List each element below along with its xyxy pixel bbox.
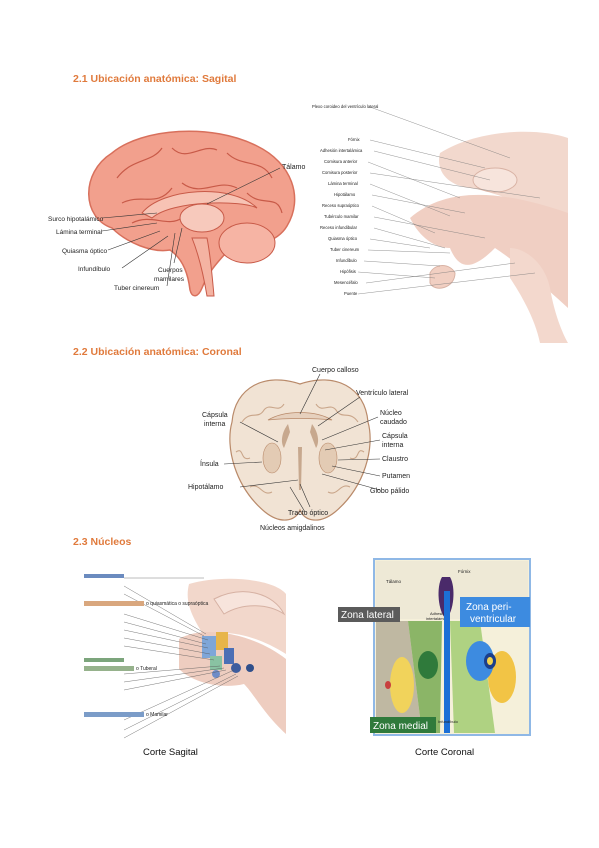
nuclei-cluster <box>202 632 254 678</box>
label-fornix: Fórnix <box>348 137 361 142</box>
label-capsula-interna-r2: interna <box>382 442 404 449</box>
label-globo-palido: Globo pálido <box>370 488 409 495</box>
label-infundibulo-2: Infundíbulo <box>336 258 357 263</box>
nuclei-sagittal-figure: o quiasmática o supraóptica o Tuberal o … <box>84 574 286 739</box>
label-plexo-coroideo: Plexo coroideo del ventrículo lateral <box>312 104 378 109</box>
leader-lines <box>357 106 541 295</box>
label-zona-lateral: Zona lateral <box>341 610 394 621</box>
yellow-nucleus-left <box>390 657 414 713</box>
cerebellum-shape <box>218 222 276 264</box>
label-lamina-terminal-2: Lámina terminal <box>328 181 358 186</box>
label-zona-peri-1: Zona peri- <box>466 602 512 613</box>
legend-bar-tuberal <box>84 666 134 671</box>
third-ventricle <box>298 447 302 490</box>
caption-corte-sagital: Corte Sagital <box>143 747 198 758</box>
label-tracto-optico: Tracto óptico <box>288 510 328 517</box>
label-quiasma-optico-2: Quiasma óptico <box>328 236 358 241</box>
nuclei-coronal-figure: Tálamo Fórnix Adhesión intertalámica Zon… <box>338 558 531 736</box>
label-mesencefalo: Mesencéfalo <box>334 280 358 285</box>
brainstem-shape-detail <box>510 248 568 343</box>
label-talamo: Tálamo <box>282 164 305 171</box>
label-quiasma-optico: Quiasma óptico <box>62 248 108 255</box>
label-capsula-interna-l2: interna <box>204 421 226 428</box>
legend-bar-green <box>84 658 124 662</box>
label-tuberal: o Tuberal <box>136 666 157 672</box>
blue-nucleus-right <box>466 641 494 681</box>
zona-medial-box <box>370 717 436 733</box>
lateral-ventricle-right <box>310 424 319 448</box>
label-receso-supraoptico: Receso supraóptico <box>322 203 360 208</box>
label-ventriculo-lateral: Ventrículo lateral <box>356 390 409 397</box>
legend-bar-blue-top <box>84 574 124 578</box>
label-mamilares: mamilares <box>154 276 185 283</box>
corpus-callosum-shape <box>141 191 258 219</box>
gyri-pattern <box>116 147 283 224</box>
label-quiasmatica: o quiasmática o supraóptica <box>146 601 208 607</box>
zona-peri-box <box>460 597 530 627</box>
label-nucleos-amigdalinos: Núcleos amigdalinos <box>260 525 325 532</box>
thalamus-shape-detail <box>472 167 518 193</box>
nuclei-sagittal-fold <box>213 591 286 616</box>
coronal-brain-figure: Cuerpo calloso Ventrículo lateral Núcleo… <box>188 367 410 532</box>
label-putamen: Putamen <box>382 473 410 480</box>
sagittal-detail-figure: Plexo coroideo del ventrículo lateral Fó… <box>312 104 568 343</box>
label-adhesion-2: intertalámica <box>426 616 449 621</box>
label-puente: Puente <box>344 291 358 296</box>
green-nucleus <box>418 651 438 679</box>
label-tuberculo-mamilar: Tubérculo mamilar <box>324 214 359 219</box>
nuclei-sagittal-leader-lines <box>123 577 239 739</box>
label-receso-infundibular: Receso infundibular <box>320 225 358 230</box>
tissue-shape-lower <box>410 194 568 308</box>
corpus-callosum-coronal <box>267 412 333 421</box>
section-title-coronal: 2.2 Ubicación anatómica: Coronal <box>73 346 242 358</box>
label-claustro: Claustro <box>382 456 408 463</box>
label-capsula-interna-r1: Cápsula <box>382 433 408 440</box>
label-caudado: caudado <box>380 419 407 426</box>
label-insula: Ínsula <box>200 459 219 468</box>
label-comisura-anterior: Comisura anterior <box>324 159 358 164</box>
zona-lateral-box <box>338 607 400 622</box>
legend-bar-mamilar <box>84 712 144 717</box>
label-cuerpo-calloso: Cuerpo calloso <box>312 367 359 374</box>
sagittal-brain-figure: Tálamo Surco hipotalámico Lámina termina… <box>48 130 305 297</box>
yellow-small-nucleus <box>487 657 493 665</box>
caption-corte-coronal: Corte Coronal <box>415 747 475 758</box>
periventricular-strip <box>444 591 450 733</box>
section-title-sagital: 2.1 Ubicación anatómica: Sagital <box>73 73 237 85</box>
hypophysis-shape <box>429 265 456 289</box>
label-fornix-zonas: Fórnix <box>458 569 471 574</box>
putamen-left <box>262 442 282 474</box>
label-hipofisis: Hipófisis <box>340 269 356 274</box>
label-surco-hipotalamico: Surco hipotalámico <box>48 216 104 223</box>
label-capsula-interna-l1: Cápsula <box>202 412 228 419</box>
label-mamilar: o Mamilar <box>146 712 168 718</box>
red-dot <box>385 681 391 689</box>
coronal-cortex-folds <box>235 403 365 494</box>
legend-bar-quiasmatica <box>84 601 144 606</box>
section-title-nucleos: 2.3 Núcleos <box>73 536 132 548</box>
label-zona-medial: Zona medial <box>373 721 428 732</box>
thalamus-shape <box>179 203 225 233</box>
label-cuerpos: Cuerpos <box>158 267 183 274</box>
brainstem-shape <box>191 237 215 297</box>
label-infundibulo: Infundíbulo <box>78 266 111 273</box>
label-tuber-cinereum: Tuber cinereum <box>114 285 159 292</box>
label-lamina-terminal: Lámina terminal <box>56 229 103 236</box>
nuclei-sagittal-tissue-lower <box>179 631 286 734</box>
label-talamo-zonas: Tálamo <box>386 579 402 584</box>
label-nucleo: Núcleo <box>380 410 402 417</box>
label-comisura-posterior: Comisura posterior <box>322 170 358 175</box>
label-adhesion-intertalamica: Adhesión intertalámica <box>320 148 363 153</box>
label-adhesion-1: Adhesión <box>430 611 447 616</box>
label-hipotalamo: Hipotálamo <box>334 192 356 197</box>
label-infundibulo-zonas: Infundíbulo <box>438 719 459 724</box>
putamen-right <box>318 442 338 474</box>
lateral-ventricle-left <box>281 424 290 448</box>
coronal-leader-lines <box>223 373 381 513</box>
label-zona-peri-2: ventricular <box>470 614 517 625</box>
label-tuber-cinereum-2: Tuber cinereum <box>330 247 360 252</box>
label-hipotalamo-coronal: Hipotálamo <box>188 484 224 491</box>
